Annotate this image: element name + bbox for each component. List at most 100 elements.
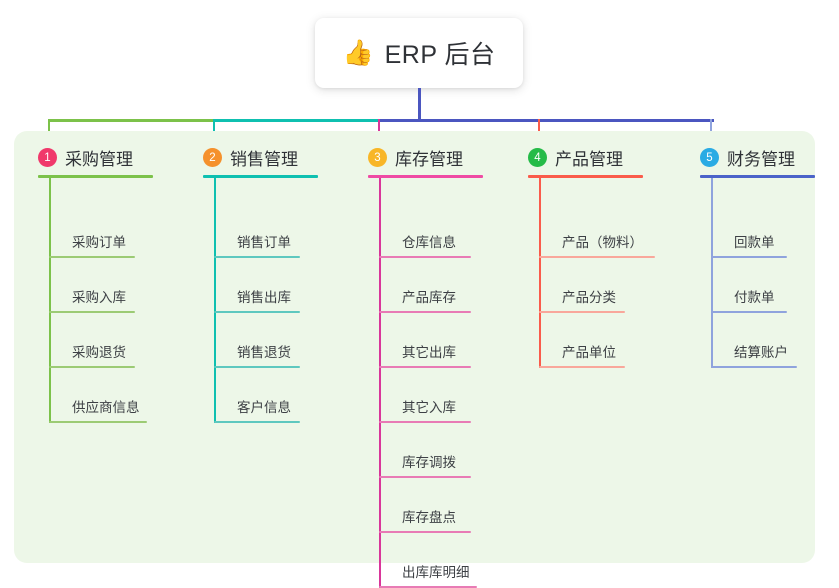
branch-title-1: 采购管理 (65, 150, 133, 169)
root-stem-connector (417, 88, 421, 122)
leaf-rule (49, 366, 135, 368)
leaf-node[interactable]: 产品库存 (379, 258, 471, 313)
leaf-node[interactable]: 回款单 (711, 203, 787, 258)
leaf-label: 销售退货 (237, 345, 291, 360)
thumbs-up-icon: 👍 (342, 38, 374, 67)
leaf-node[interactable]: 采购订单 (49, 203, 135, 258)
leaf-rule (379, 421, 471, 423)
leaf-label: 出库库明细 (402, 565, 470, 580)
leaf-node[interactable]: 销售退货 (214, 313, 300, 368)
leaf-node[interactable]: 出库库明细 (379, 533, 477, 588)
leaf-rule (379, 476, 471, 478)
branch-title-5: 财务管理 (727, 150, 795, 169)
branch-spine-4 (539, 178, 541, 368)
leaf-node[interactable]: 其它入库 (379, 368, 471, 423)
leaf-rule (214, 311, 300, 313)
leaf-rule (711, 311, 787, 313)
branch-number-badge-5: 5 (700, 148, 719, 167)
leaf-rule (214, 421, 300, 423)
leaf-node[interactable]: 库存盘点 (379, 478, 471, 533)
leaf-label: 回款单 (734, 235, 775, 250)
leaf-node[interactable]: 结算账户 (711, 313, 797, 368)
branch-title-2: 销售管理 (230, 150, 298, 169)
branch-column-1: 1 采购管理采购订单采购入库采购退货供应商信息 (38, 131, 188, 563)
leaf-node[interactable]: 仓库信息 (379, 203, 471, 258)
leaf-node[interactable]: 供应商信息 (49, 368, 147, 423)
leaf-node[interactable]: 采购入库 (49, 258, 135, 313)
root-node-title: ERP 后台 (384, 41, 496, 69)
leaf-node[interactable]: 采购退货 (49, 313, 135, 368)
trunk-segment-teal (214, 119, 379, 122)
leaf-label: 采购订单 (72, 235, 126, 250)
leaf-rule (49, 256, 135, 258)
branch-column-5: 5 财务管理回款单付款单结算账户 (700, 131, 839, 563)
branch-number-badge-4: 4 (528, 148, 547, 167)
branch-title-4: 产品管理 (555, 150, 623, 169)
branch-header-3[interactable]: 3 库存管理 (368, 145, 463, 170)
leaf-label: 产品分类 (562, 290, 616, 305)
leaf-node[interactable]: 产品单位 (539, 313, 625, 368)
leaf-node[interactable]: 销售出库 (214, 258, 300, 313)
branch-number-badge-1: 1 (38, 148, 57, 167)
leaf-label: 产品（物料） (562, 235, 643, 250)
root-node-card[interactable]: 👍 ERP 后台 (315, 18, 523, 88)
leaf-label: 采购退货 (72, 345, 126, 360)
branch-header-rule-2 (203, 175, 318, 178)
branch-header-5[interactable]: 5 财务管理 (700, 145, 795, 170)
leaf-rule (711, 366, 797, 368)
branch-spine-2 (214, 178, 216, 423)
leaf-label: 库存调拨 (402, 455, 456, 470)
leaf-label: 采购入库 (72, 290, 126, 305)
leaf-node[interactable]: 库存调拨 (379, 423, 471, 478)
branch-column-3: 3 库存管理仓库信息产品库存其它出库其它入库库存调拨库存盘点出库库明细 (368, 131, 518, 588)
leaf-label: 其它出库 (402, 345, 456, 360)
branch-header-rule-4 (528, 175, 643, 178)
branch-header-rule-3 (368, 175, 483, 178)
branch-number-badge-2: 2 (203, 148, 222, 167)
branch-column-4: 4 产品管理产品（物料） 产品分类产品单位 (528, 131, 678, 563)
branch-header-1[interactable]: 1 采购管理 (38, 145, 133, 170)
leaf-rule (379, 311, 471, 313)
leaf-node[interactable]: 产品分类 (539, 258, 625, 313)
branch-spine-5 (711, 178, 713, 368)
leaf-rule (214, 366, 300, 368)
leaf-rule (379, 366, 471, 368)
leaf-node[interactable]: 其它出库 (379, 313, 471, 368)
root-node-content: 👍 ERP 后台 (342, 35, 495, 71)
leaf-rule (379, 256, 471, 258)
leaf-node[interactable]: 付款单 (711, 258, 787, 313)
branch-spine-1 (49, 178, 51, 423)
leaf-node[interactable]: 客户信息 (214, 368, 300, 423)
branch-header-rule-1 (38, 175, 153, 178)
leaf-rule (49, 311, 135, 313)
leaf-label: 其它入库 (402, 400, 456, 415)
leaf-label: 仓库信息 (402, 235, 456, 250)
leaf-rule (379, 531, 471, 533)
branches-panel: 1 采购管理采购订单采购入库采购退货供应商信息 2 销售管理销售订单销售出库销售退货客… (14, 131, 815, 588)
branch-column-2: 2 销售管理销售订单销售出库销售退货客户信息 (203, 131, 353, 563)
branch-header-rule-5 (700, 175, 815, 178)
leaf-label: 产品库存 (402, 290, 456, 305)
branch-header-2[interactable]: 2 销售管理 (203, 145, 298, 170)
leaf-label: 付款单 (734, 290, 775, 305)
branch-number-badge-3: 3 (368, 148, 387, 167)
leaf-rule (379, 586, 477, 588)
leaf-rule (49, 421, 147, 423)
leaf-rule (539, 366, 625, 368)
branch-title-3: 库存管理 (395, 150, 463, 169)
leaf-label: 库存盘点 (402, 510, 456, 525)
branch-spine-3 (379, 178, 381, 588)
leaf-rule (711, 256, 787, 258)
leaf-node[interactable]: 产品（物料） (539, 203, 655, 258)
branch-header-4[interactable]: 4 产品管理 (528, 145, 623, 170)
leaf-rule (539, 311, 625, 313)
leaf-rule (539, 256, 655, 258)
leaf-label: 销售出库 (237, 290, 291, 305)
leaf-node[interactable]: 销售订单 (214, 203, 300, 258)
leaf-label: 供应商信息 (72, 400, 140, 415)
leaf-label: 结算账户 (734, 345, 788, 360)
trunk-segment-blue (379, 119, 714, 122)
leaf-label: 销售订单 (237, 235, 291, 250)
leaf-label: 客户信息 (237, 400, 291, 415)
